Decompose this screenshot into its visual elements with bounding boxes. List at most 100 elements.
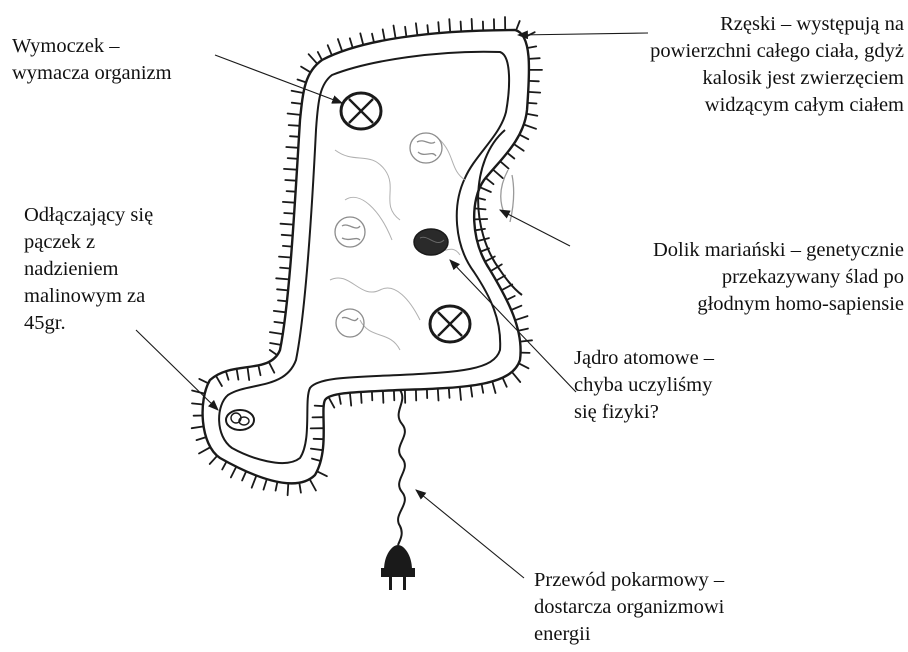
arrow-paczek xyxy=(136,330,218,410)
cilium xyxy=(292,91,304,93)
cilium xyxy=(528,103,537,104)
cilium xyxy=(328,45,332,55)
cilium xyxy=(283,246,292,247)
cilium xyxy=(237,369,239,380)
label-line: przekazywany ślad po xyxy=(653,264,904,291)
label-line: Wymoczek – xyxy=(12,33,172,60)
groove-marking xyxy=(478,130,522,295)
cilium xyxy=(252,476,257,488)
cilium xyxy=(289,125,300,126)
cilium xyxy=(394,26,396,39)
cilium xyxy=(210,456,218,464)
arrow-wymoczek xyxy=(215,55,342,103)
cilium xyxy=(475,208,486,209)
cilium xyxy=(493,170,503,179)
cilium xyxy=(427,25,428,34)
label-line: Jądro atomowe – xyxy=(574,345,714,372)
label-paczek: Odłączający się pączek z nadzieniem mali… xyxy=(24,202,153,337)
cilium xyxy=(288,158,298,159)
cilium xyxy=(199,379,208,383)
label-line: Przewód pokarmowy – xyxy=(534,567,724,594)
label-line: widzącym całym ciałem xyxy=(650,92,904,119)
label-line: Rzęski – występują na xyxy=(650,11,904,38)
cilium xyxy=(288,483,289,495)
cilium xyxy=(482,384,484,393)
vacuole-icon xyxy=(341,93,381,129)
cilium xyxy=(512,372,520,382)
cilium xyxy=(312,459,321,461)
plug-icon xyxy=(381,545,415,590)
cilium xyxy=(503,378,507,387)
bud-icon xyxy=(226,410,254,430)
cilium xyxy=(242,471,246,480)
cilium xyxy=(507,153,514,159)
cilium xyxy=(528,92,540,93)
cilium xyxy=(317,471,327,476)
cilium xyxy=(338,39,342,51)
cilium xyxy=(438,22,439,33)
label-line: głodnym homo-sapiensie xyxy=(653,291,904,318)
label-dolik: Dolik mariański – genetycznie przekazywa… xyxy=(653,237,904,318)
cilium xyxy=(350,393,351,406)
arrow-dolik xyxy=(500,210,570,246)
cilium xyxy=(471,386,473,397)
cilium xyxy=(416,23,418,35)
label-line: 45gr. xyxy=(24,310,153,337)
cilium xyxy=(226,371,229,380)
cilium xyxy=(287,191,296,192)
cilium xyxy=(519,363,529,368)
cilium xyxy=(449,388,450,398)
cilium xyxy=(192,403,203,404)
label-wymoczek: Wymoczek – wymacza organizm xyxy=(12,33,172,87)
cilium xyxy=(197,437,207,440)
cilium xyxy=(231,467,236,478)
cilium xyxy=(507,296,515,300)
cilium xyxy=(286,147,298,148)
cilium xyxy=(192,426,204,428)
cilium xyxy=(449,19,450,32)
label-line: kalosik jest zwierzęciem xyxy=(650,65,904,92)
cilium xyxy=(277,289,288,290)
cilium xyxy=(461,22,462,32)
cilium xyxy=(383,391,384,403)
label-line: Odłączający się xyxy=(24,202,153,229)
arrow-przewod xyxy=(416,490,524,578)
cilium xyxy=(518,329,528,331)
cilium xyxy=(222,462,226,470)
label-jadro: Jądro atomowe – chyba uczyliśmy się fizy… xyxy=(574,345,714,426)
cilium xyxy=(216,376,222,386)
cilium xyxy=(315,406,324,407)
label-line: Dolik mariański – genetycznie xyxy=(653,237,904,264)
cilium xyxy=(477,238,489,241)
cilium xyxy=(372,34,374,43)
cilium xyxy=(282,235,293,236)
cilium xyxy=(280,268,290,269)
cilium xyxy=(299,483,301,493)
cilium xyxy=(383,29,385,40)
cilium xyxy=(516,21,520,30)
cilium xyxy=(292,103,302,104)
cilium xyxy=(350,38,353,48)
cilium xyxy=(475,229,485,230)
cilium xyxy=(511,306,521,310)
cilium xyxy=(527,46,536,48)
cilium xyxy=(270,332,283,334)
nucleus-icon xyxy=(414,229,448,255)
cilium xyxy=(515,316,527,320)
cilium xyxy=(276,482,278,491)
cilium xyxy=(310,479,316,490)
cilium xyxy=(199,447,210,453)
cilium xyxy=(519,135,528,140)
cilium xyxy=(284,213,294,214)
cilium xyxy=(270,343,281,345)
label-line: dostarcza organizmowi xyxy=(534,594,724,621)
label-rzeski: Rzęski – występują na powierzchni całego… xyxy=(650,11,904,119)
label-line: nadzieniem xyxy=(24,256,153,283)
cilium xyxy=(270,350,277,355)
cilium xyxy=(438,389,439,401)
cilium xyxy=(279,257,291,258)
cilium xyxy=(281,224,294,225)
cilium xyxy=(311,449,323,451)
cilium xyxy=(529,58,540,59)
